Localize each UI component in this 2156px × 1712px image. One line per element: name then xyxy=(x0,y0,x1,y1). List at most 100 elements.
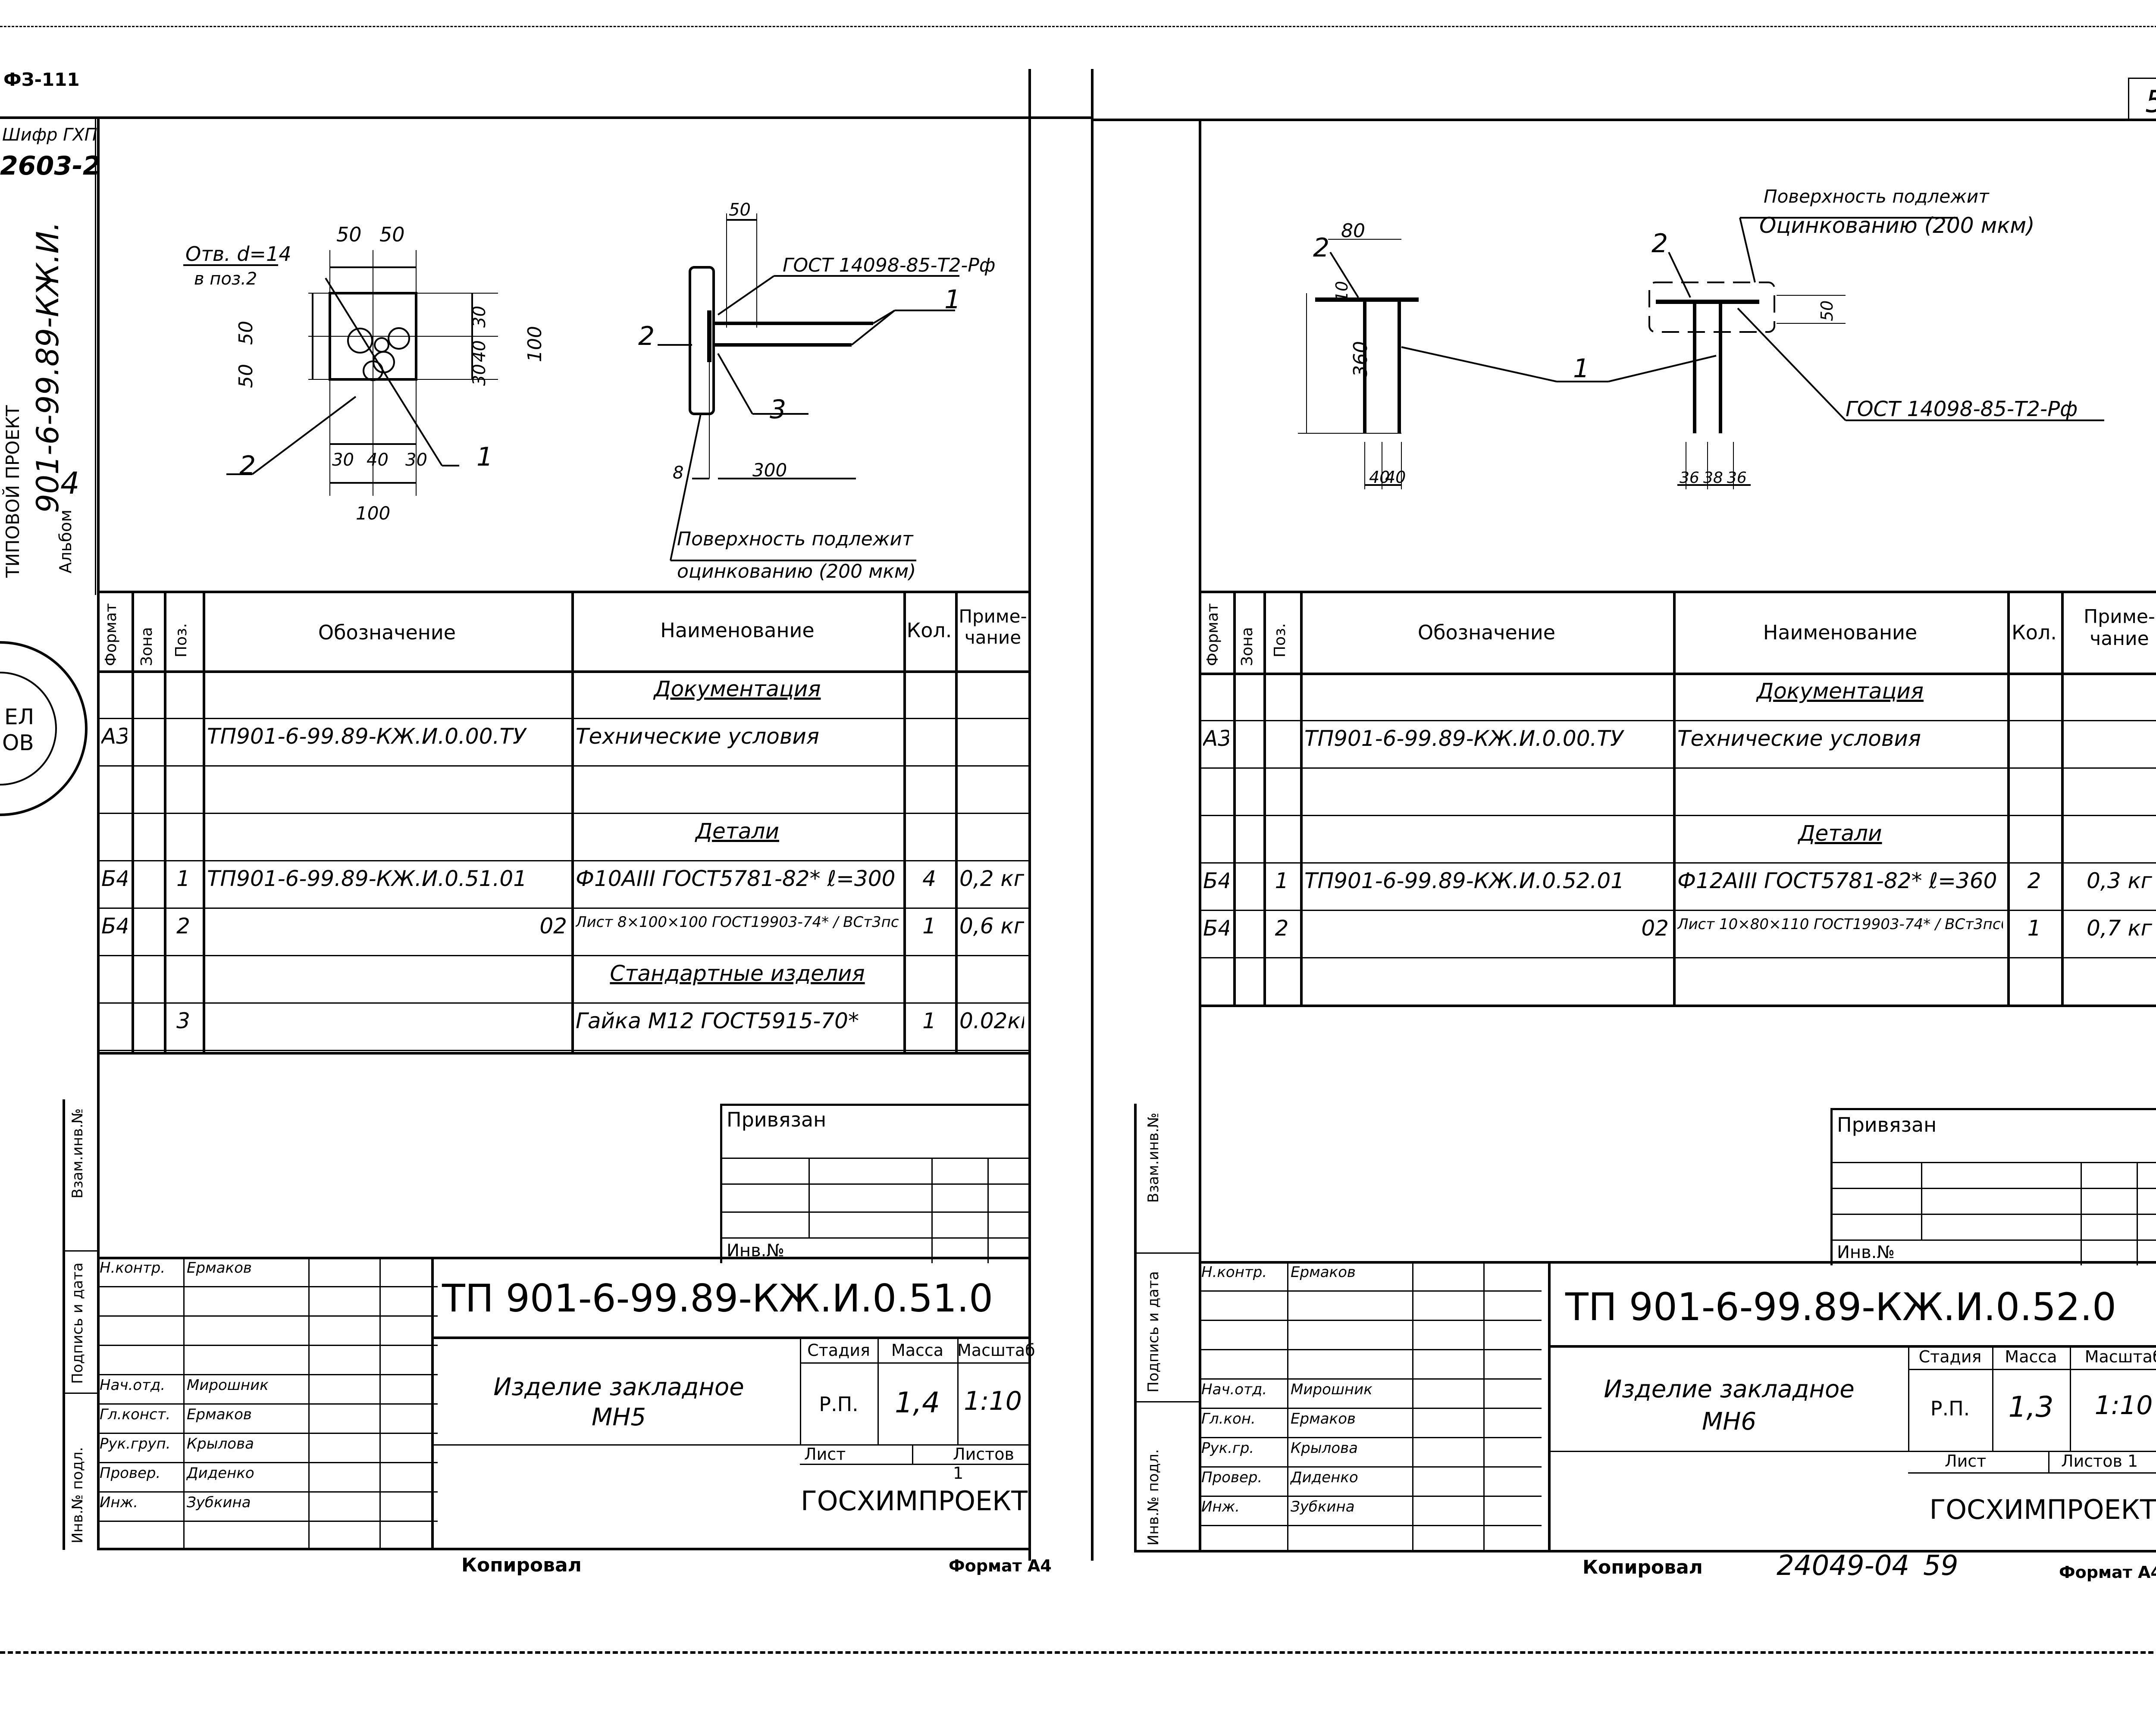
surface-note-right-1: Поверхность подлежит xyxy=(1764,186,1990,207)
signer-name: Ермаков xyxy=(1291,1410,1356,1427)
signer-name: Диденко xyxy=(1291,1469,1358,1486)
signer-name: Крылова xyxy=(1291,1440,1358,1457)
round-stamp: ЕЛ ОВ xyxy=(0,641,88,816)
spec-cell-naim: Документация xyxy=(654,676,821,701)
signer-role: Нач.отд. xyxy=(100,1377,166,1394)
designation-right: ТП 901-6-99.89-КЖ.И.0.52.0 xyxy=(1565,1285,2116,1329)
signer-name: Диденко xyxy=(187,1465,254,1482)
svg-text:1: 1 xyxy=(476,442,493,472)
item-name-right: Изделие закладное xyxy=(1604,1375,1855,1403)
signer-name: Мирошник xyxy=(1291,1381,1373,1398)
row-divider xyxy=(97,955,1028,956)
copy-label-left: Копировал xyxy=(461,1554,582,1576)
privyazan-label: Привязан xyxy=(727,1108,827,1131)
spec-cell-prim: 0,7 кг xyxy=(2087,916,2152,941)
cipher-value: 2603-2 xyxy=(0,151,101,181)
spec-cell-naim: Гайка М12 ГОСТ5915-70* xyxy=(576,1008,859,1033)
album-label: Альбом xyxy=(56,509,75,573)
org-right: ГОСХИМПРОЕКТ xyxy=(1929,1494,2156,1525)
right-side-label-border xyxy=(1134,1104,1137,1550)
row-divider xyxy=(1199,767,2156,769)
center-hole xyxy=(374,337,389,353)
signer-divider xyxy=(97,1433,438,1434)
bolt-a xyxy=(347,328,373,354)
row-divider xyxy=(1199,815,2156,816)
signer-divider xyxy=(1199,1378,1542,1380)
spec-cell-kol: 1 xyxy=(2027,916,2041,941)
spec-cell-format: Б4 xyxy=(1203,868,1229,893)
svg-text:50: 50 xyxy=(235,364,257,388)
row-divider xyxy=(97,1050,1028,1051)
signer-divider xyxy=(97,1491,438,1493)
svg-text:40: 40 xyxy=(470,340,489,362)
svg-text:3: 3 xyxy=(770,394,786,425)
svg-text:ОВ: ОВ xyxy=(2,730,34,755)
signer-role: Нач.отд. xyxy=(1201,1381,1267,1398)
svg-text:100: 100 xyxy=(356,503,390,524)
spec-cell-prim: 0,2 кг xyxy=(959,866,1024,891)
svg-text:1: 1 xyxy=(1573,354,1589,384)
signer-divider xyxy=(97,1374,438,1375)
signer-divider xyxy=(97,1462,438,1463)
spec-cell-naim: Детали xyxy=(695,819,780,844)
svg-text:50: 50 xyxy=(235,321,257,345)
left-side-label-border xyxy=(63,1099,65,1550)
spec-cell-format: Б4 xyxy=(101,866,127,891)
signer-divider xyxy=(1199,1496,1542,1497)
project-label: ТИПОВОЙ ПРОЕКТ xyxy=(2,405,23,578)
spec-cell-naim: Технические условия xyxy=(576,724,819,749)
signer-role: Рук.гр. xyxy=(1201,1440,1254,1457)
item-mark-left: МН5 xyxy=(591,1403,646,1431)
spec-cell-kol: 1 xyxy=(922,914,936,939)
svg-text:30: 30 xyxy=(470,306,489,328)
svg-text:80: 80 xyxy=(1341,220,1365,242)
signer-divider xyxy=(1199,1290,1542,1292)
row-divider xyxy=(1199,720,2156,721)
surface-note-1: Поверхность подлежит xyxy=(677,528,914,550)
row-divider xyxy=(97,718,1028,719)
signer-role: Н.контр. xyxy=(100,1259,166,1277)
masshtab-left: 1:10 xyxy=(964,1386,1022,1416)
inventory-stamp: 24049-04 xyxy=(1777,1550,1910,1582)
row-divider xyxy=(1199,1005,2156,1006)
spec-cell-naim: Ф10АIII ГОСТ5781-82* ℓ=300 xyxy=(576,866,896,891)
hole-note-1: Отв. d=14 xyxy=(185,242,291,266)
spec-cell-format: А3 xyxy=(101,724,127,749)
privyazan-left: Привязан Инв.№ xyxy=(720,1104,1028,1263)
svg-text:2: 2 xyxy=(239,451,256,481)
spec-cell-format: А3 xyxy=(1203,726,1229,751)
bolt-b xyxy=(388,327,410,350)
spec-cell-prim: 0,3 кг xyxy=(2087,868,2152,893)
right-bottom-line xyxy=(1134,1550,2156,1552)
spec-cell-oboz: ТП901-6-99.89-КЖ.И.0.52.01 xyxy=(1304,868,1625,893)
svg-text:1: 1 xyxy=(944,285,961,315)
spec-cell-oboz: 02 xyxy=(1641,916,1669,941)
scan-edge-bottom xyxy=(0,1651,2156,1654)
spec-cell-naim: Документация xyxy=(1757,679,1924,704)
inv-podl-left: Инв.№ подл. xyxy=(69,1447,86,1543)
spec-cell-naim: Технические условия xyxy=(1677,726,1921,751)
spec-cell-naim: Детали xyxy=(1798,821,1882,846)
spec-cell-oboz: ТП901-6-99.89-КЖ.И.0.51.01 xyxy=(207,866,527,891)
signer-role: Провер. xyxy=(100,1465,161,1482)
svg-text:50: 50 xyxy=(729,200,751,220)
signer-divider xyxy=(1199,1320,1542,1321)
signer-divider xyxy=(97,1403,438,1405)
signer-name: Зубкина xyxy=(1291,1498,1355,1515)
spec-cell-poz: 2 xyxy=(176,914,190,939)
weld-gost-right: ГОСТ 14098-85-Т2-Рф xyxy=(1846,397,2078,421)
privyazan-right: Привязан Инв.№ xyxy=(1830,1108,2156,1265)
right-inner-frame xyxy=(1199,119,1201,1550)
svg-text:2: 2 xyxy=(1313,233,1329,263)
right-frame-top xyxy=(1091,119,2156,121)
svg-text:50: 50 xyxy=(336,223,362,246)
format-label-left: Формат А4 xyxy=(949,1556,1052,1575)
format-label-right: Формат А4 xyxy=(2059,1563,2156,1582)
signer-role: Инж. xyxy=(100,1494,138,1511)
spec-cell-naim: Лист 8×100×100 ГОСТ19903-74* / ВСт3пс2 Г… xyxy=(576,914,899,931)
org-left: ГОСХИМПРОЕКТ xyxy=(800,1485,1028,1517)
signer-role: Инж. xyxy=(1201,1498,1240,1515)
